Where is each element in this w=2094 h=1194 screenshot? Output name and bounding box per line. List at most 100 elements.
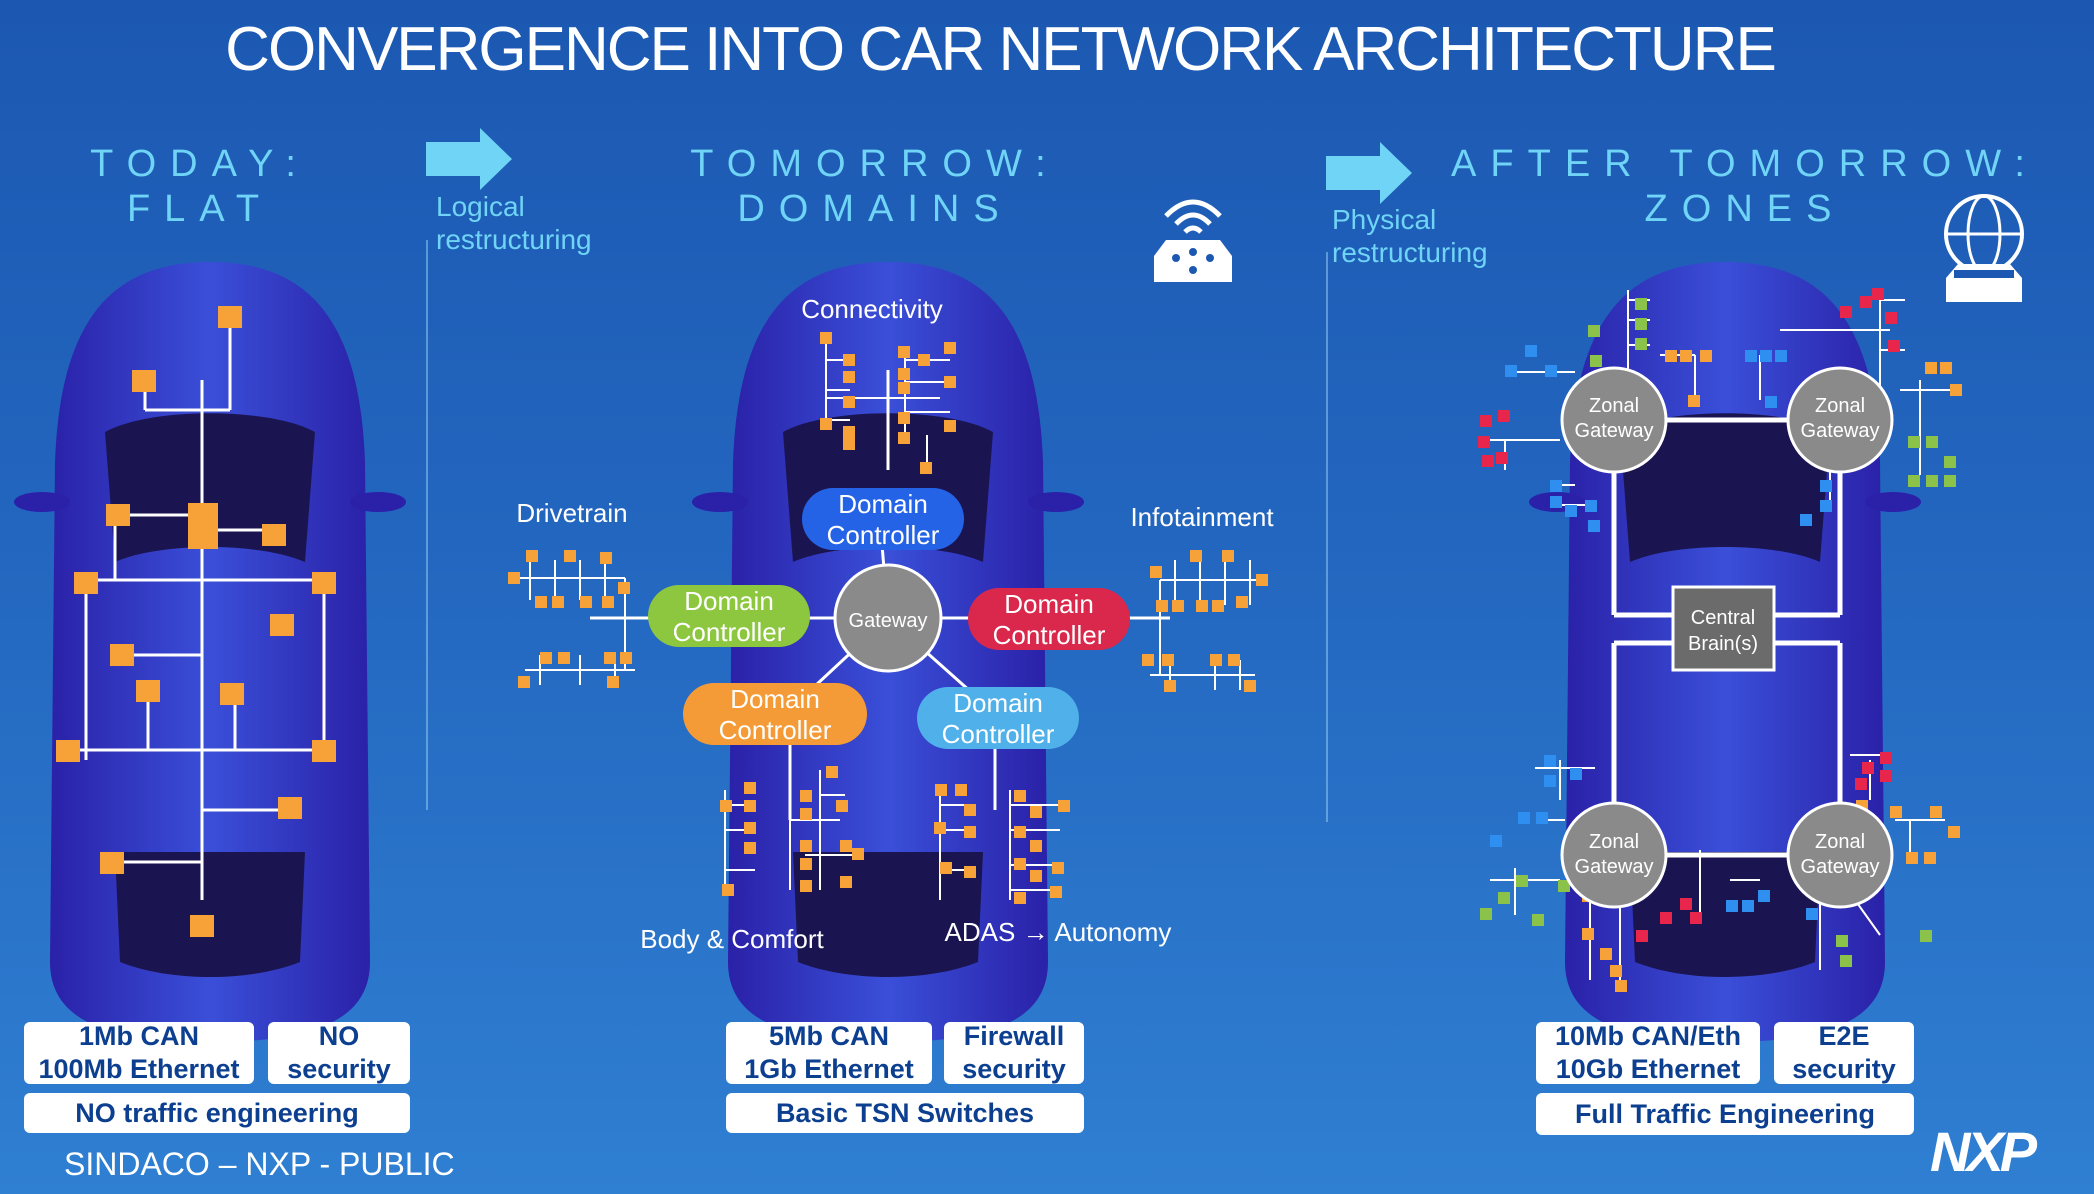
gateway-node: Gateway: [833, 563, 943, 673]
flat-network: [70, 320, 326, 900]
zonal-gateway-front-left: Zonal Gateway: [1560, 366, 1668, 474]
connectivity-tree: [825, 335, 950, 470]
zonal-line2: Gateway: [1801, 856, 1880, 878]
spec-tomorrow-security: Firewall security: [944, 1021, 1084, 1084]
spec-after-network: 10Mb CAN/Eth 10Gb Ethernet: [1536, 1021, 1760, 1084]
physical-line1: Physical: [1332, 204, 1437, 235]
zonal-line2: Gateway: [1575, 856, 1654, 878]
controller-line2: Controller: [942, 719, 1055, 749]
central-brain: Central Brain(s): [1671, 585, 1776, 672]
controller-line2: Controller: [827, 520, 940, 550]
flat-ecus: [56, 306, 336, 937]
drivetrain-ecus: [508, 550, 632, 688]
label-infotainment: Infotainment: [1130, 502, 1274, 532]
spec-tomorrow-traffic: Basic TSN Switches: [726, 1093, 1084, 1133]
label-body-comfort: Body & Comfort: [640, 924, 824, 954]
zonal-line2: Gateway: [1575, 420, 1654, 442]
zonal-gateway-rear-right: Zonal Gateway: [1786, 801, 1894, 909]
physical-line2: restructuring: [1332, 237, 1488, 268]
controller-line2: Controller: [719, 715, 832, 745]
zone-ecus-red: [1478, 288, 1900, 942]
zone-ecus-blue: [1490, 345, 1832, 920]
spec-line: 1Gb Ethernet: [744, 1054, 914, 1084]
zone-ecus-green: [1480, 298, 1956, 967]
controller-adas: Domain Controller: [917, 687, 1079, 749]
spec-line: security: [962, 1054, 1066, 1084]
controller-line2: Controller: [993, 620, 1106, 650]
spec-line: 100Mb Ethernet: [38, 1054, 240, 1084]
nxp-logo: NXP: [1930, 1124, 2068, 1180]
infotainment-ecus: [1142, 550, 1268, 692]
spec-today-network: 1Mb CAN 100Mb Ethernet: [24, 1021, 254, 1084]
spec-line: E2E: [1818, 1021, 1870, 1051]
physical-restructuring-label: Physical restructuring: [1332, 203, 1488, 269]
zonal-line1: Zonal: [1815, 395, 1865, 417]
controller-line2: Controller: [673, 617, 786, 647]
controller-line1: Domain: [730, 684, 820, 714]
spec-tomorrow-network: 5Mb CAN 1Gb Ethernet: [726, 1021, 932, 1084]
logical-line2: restructuring: [436, 224, 592, 255]
brain-line2: Brain(s): [1688, 633, 1758, 655]
arrow-right-icon: [1326, 142, 1412, 204]
divider-right: [1326, 252, 1328, 822]
era-after-line2: ZONES: [1644, 188, 1846, 230]
era-today-line1: TODAY:: [90, 143, 310, 185]
spec-line: Full Traffic Engineering: [1574, 1098, 1876, 1129]
nxp-logo-text: NXP: [1930, 1120, 2037, 1183]
controller-connectivity: Domain Controller: [802, 488, 964, 550]
spec-line: NO traffic engineering: [75, 1097, 359, 1128]
spec-line: NO: [318, 1021, 360, 1051]
controller-line1: Domain: [684, 586, 774, 616]
brain-line1: Central: [1691, 607, 1755, 629]
connected-car-icon: [1154, 199, 1232, 282]
zonal-line1: Zonal: [1589, 395, 1639, 417]
car-today: [14, 262, 406, 1042]
body-ecus: [720, 766, 864, 896]
era-after-line1: AFTER TOMORROW:: [1451, 143, 2039, 185]
zonal-line1: Zonal: [1589, 831, 1639, 853]
era-tomorrow-line1: TOMORROW:: [690, 143, 1060, 185]
gateway-label: Gateway: [849, 610, 928, 632]
divider-left: [426, 240, 428, 810]
era-today-line2: FLAT: [126, 188, 274, 230]
controller-line1: Domain: [838, 489, 928, 519]
slide-title: CONVERGENCE INTO CAR NETWORK ARCHITECTUR…: [225, 15, 1777, 84]
era-tomorrow: TOMORROW: DOMAINS: [640, 142, 1110, 232]
drivetrain-tree: [515, 560, 635, 685]
spec-line: 10Mb CAN/Eth: [1554, 1021, 1741, 1051]
label-adas-autonomy: ADAS → Autonomy: [945, 917, 1172, 947]
zonal-line1: Zonal: [1815, 831, 1865, 853]
spec-line: 10Gb Ethernet: [1555, 1054, 1741, 1084]
spec-line: Basic TSN Switches: [775, 1097, 1035, 1128]
connectivity-ecus: [820, 332, 956, 474]
label-drivetrain: Drivetrain: [516, 498, 627, 528]
spec-after-security: E2E security: [1774, 1021, 1914, 1084]
spec-line: Firewall: [963, 1021, 1065, 1051]
global-car-icon: [1944, 194, 2024, 302]
controller-body: Domain Controller: [683, 683, 867, 745]
footer-text: SINDACO – NXP - PUBLIC: [64, 1146, 455, 1182]
arrow-right-icon: [426, 128, 512, 190]
controller-infotainment: Domain Controller: [968, 588, 1130, 650]
zonal-gateway-front-right: Zonal Gateway: [1786, 366, 1894, 474]
controller-drivetrain: Domain Controller: [648, 585, 810, 647]
infotainment-tree: [1150, 560, 1260, 690]
spec-line: security: [1792, 1054, 1896, 1084]
controller-line1: Domain: [953, 688, 1043, 718]
spec-line: security: [287, 1054, 391, 1084]
spec-after-traffic: Full Traffic Engineering: [1536, 1093, 1914, 1135]
spec-line: 5Mb CAN: [769, 1021, 889, 1051]
label-connectivity: Connectivity: [801, 294, 943, 324]
era-after: AFTER TOMORROW: ZONES: [1420, 142, 2070, 232]
zonal-gateway-rear-left: Zonal Gateway: [1560, 801, 1668, 909]
adas-ecus: [934, 784, 1070, 904]
era-today: TODAY: FLAT: [50, 142, 350, 232]
era-tomorrow-line2: DOMAINS: [737, 188, 1013, 230]
controller-line1: Domain: [1004, 589, 1094, 619]
spec-today-traffic: NO traffic engineering: [24, 1093, 410, 1133]
spec-line: 1Mb CAN: [79, 1021, 199, 1051]
logical-restructuring-label: Logical restructuring: [436, 190, 592, 256]
zonal-line2: Gateway: [1801, 420, 1880, 442]
spec-today-security: NO security: [268, 1021, 410, 1084]
